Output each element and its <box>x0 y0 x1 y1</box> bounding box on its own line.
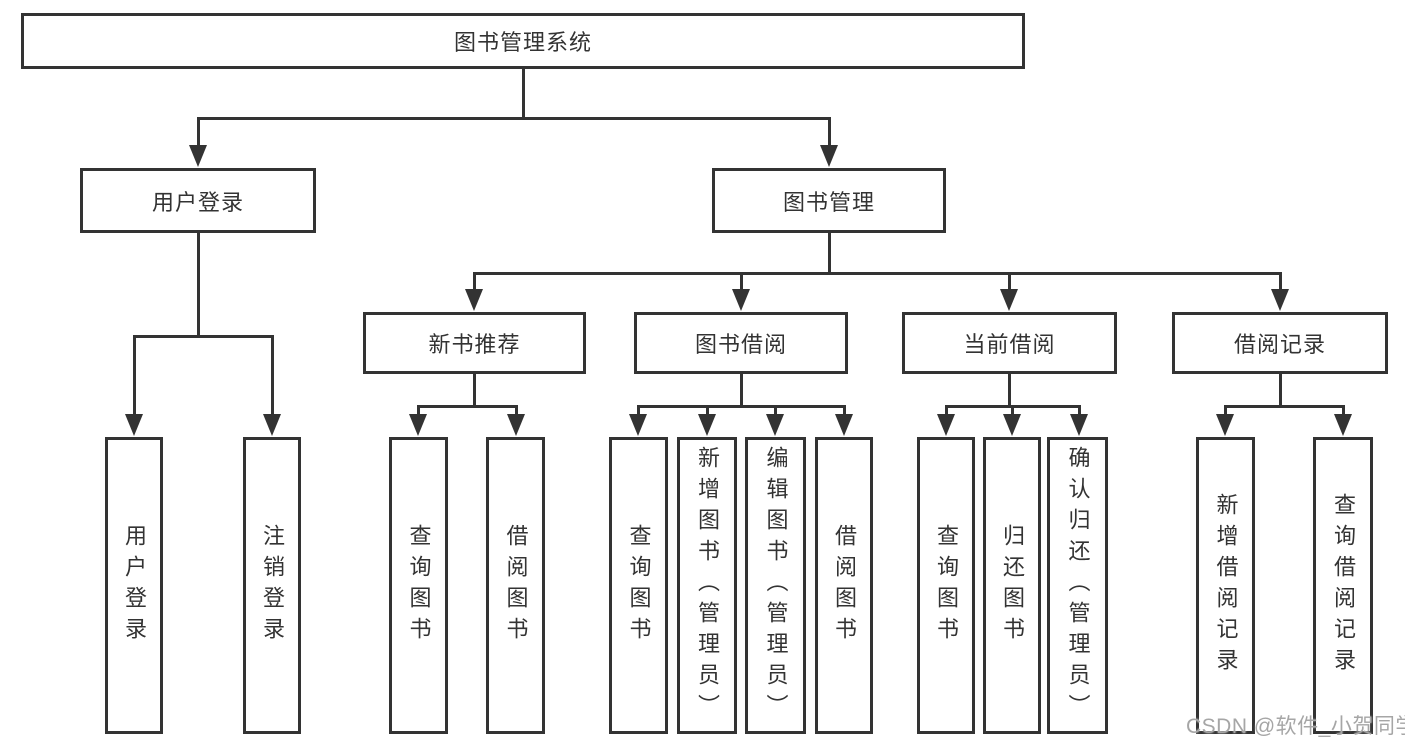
node-label: 借阅记录 <box>1233 332 1326 357</box>
node-label: 用户登录 <box>151 189 244 215</box>
connector-arrow-stem <box>1278 273 1282 297</box>
node-label: 查询图书 <box>934 523 959 648</box>
arrow-down-icon <box>189 145 207 167</box>
connector-arrow-stem <box>1007 273 1011 297</box>
arrow-down-icon <box>125 414 143 436</box>
leaf-bb-add-books-admin: 新增图书（管理员） <box>677 437 737 734</box>
connector-vertical-line <box>1007 374 1011 408</box>
leaf-bb-borrow-books: 借阅图书 <box>815 437 873 734</box>
node-label: 当前借阅 <box>963 332 1056 357</box>
leaf-bb-query-books: 查询图书 <box>609 437 668 734</box>
arrow-down-icon <box>732 289 750 311</box>
arrow-down-icon <box>1070 414 1088 436</box>
node-label: 查询图书 <box>626 523 652 648</box>
node-label: 借阅图书 <box>832 523 857 648</box>
node-label: 借阅图书 <box>503 523 529 648</box>
node-library-management-system: 图书管理系统 <box>21 13 1025 69</box>
connector-arrow-stem <box>827 118 831 153</box>
arrow-down-icon <box>820 145 838 167</box>
arrow-down-icon <box>507 414 525 436</box>
arrow-down-icon <box>1003 414 1021 436</box>
arrow-down-icon <box>937 414 955 436</box>
leaf-br-add-borrow-record: 新增借阅记录 <box>1196 437 1255 734</box>
arrow-down-icon <box>698 414 716 436</box>
connector-arrow-stem <box>196 118 200 153</box>
connector-horizontal-line <box>196 116 831 120</box>
connector-vertical-line <box>827 233 831 275</box>
leaf-bb-edit-books-admin: 编辑图书（管理员） <box>745 437 806 734</box>
node-label: 新增借阅记录 <box>1213 492 1239 679</box>
connector-vertical-line <box>1278 374 1282 408</box>
node-label: 图书借阅 <box>694 332 787 357</box>
node-label: 图书管理 <box>782 189 875 215</box>
node-label: 用户登录 <box>122 523 147 648</box>
arrow-down-icon <box>1000 289 1018 311</box>
node-label: 确认归还（管理员） <box>1065 446 1091 725</box>
node-new-book-recommendation: 新书推荐 <box>363 312 586 374</box>
node-label: 查询图书 <box>406 523 432 648</box>
node-current-borrowing: 当前借阅 <box>902 312 1117 374</box>
connector-vertical-line <box>472 374 476 408</box>
arrow-down-icon <box>1271 289 1289 311</box>
connector-arrow-stem <box>132 336 136 422</box>
leaf-logout: 注销登录 <box>243 437 301 734</box>
arrow-down-icon <box>465 289 483 311</box>
leaf-user-login: 用户登录 <box>105 437 163 734</box>
node-label: 编辑图书（管理员） <box>763 446 789 725</box>
node-label: 查询借阅记录 <box>1331 492 1356 679</box>
connector-arrow-stem <box>270 336 274 422</box>
node-label: 图书管理系统 <box>453 30 592 55</box>
arrow-down-icon <box>263 414 281 436</box>
arrow-down-icon <box>629 414 647 436</box>
node-book-management: 图书管理 <box>712 168 946 233</box>
connector-horizontal-line <box>472 271 1282 275</box>
connector-arrow-stem <box>739 273 743 297</box>
leaf-nbr-borrow-books: 借阅图书 <box>486 437 545 734</box>
node-label: 新增图书（管理员） <box>695 446 720 725</box>
node-book-borrowing: 图书借阅 <box>634 312 848 374</box>
connector-vertical-line <box>739 374 743 408</box>
connector-vertical-line <box>521 69 525 120</box>
arrow-down-icon <box>409 414 427 436</box>
connector-horizontal-line <box>1223 404 1345 408</box>
arrow-down-icon <box>1334 414 1352 436</box>
connector-horizontal-line <box>636 404 846 408</box>
connector-horizontal-line <box>132 334 274 338</box>
node-user-login: 用户登录 <box>80 168 316 233</box>
arrow-down-icon <box>1216 414 1234 436</box>
leaf-cb-query-books: 查询图书 <box>917 437 975 734</box>
node-label: 新书推荐 <box>428 332 521 357</box>
node-label: 注销登录 <box>260 523 285 648</box>
leaf-cb-return-books: 归还图书 <box>983 437 1041 734</box>
connector-vertical-line <box>196 233 200 338</box>
connector-arrow-stem <box>472 273 476 297</box>
node-label: 归还图书 <box>1000 523 1025 648</box>
leaf-nbr-query-books: 查询图书 <box>389 437 448 734</box>
arrow-down-icon <box>835 414 853 436</box>
csdn-watermark: CSDN @软件_小贺同学 <box>1186 715 1405 738</box>
leaf-cb-confirm-return-admin: 确认归还（管理员） <box>1047 437 1108 734</box>
arrow-down-icon <box>766 414 784 436</box>
connector-horizontal-line <box>416 404 518 408</box>
leaf-br-query-borrow-record: 查询借阅记录 <box>1313 437 1373 734</box>
node-borrowing-records: 借阅记录 <box>1172 312 1388 374</box>
